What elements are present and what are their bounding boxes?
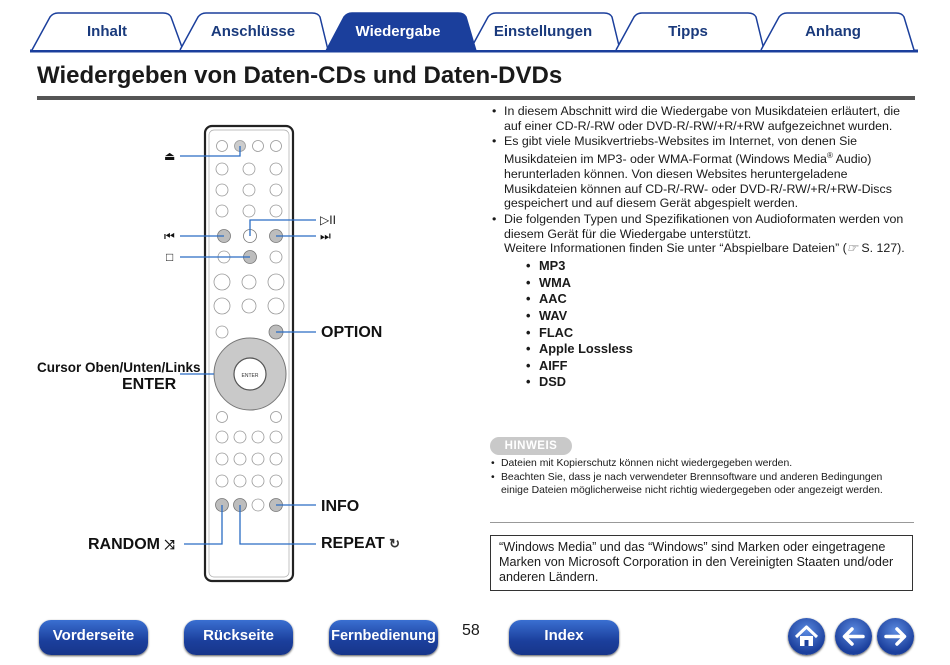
description-column: In diesem Abschnitt wird die Wiedergabe …: [488, 104, 918, 392]
top-tab-bar: Inhalt Anschlüsse Wiedergabe Einstellung…: [30, 0, 918, 54]
note-divider: [490, 522, 914, 523]
previous-icon: ⏮: [164, 229, 175, 243]
stop-icon: □: [166, 250, 174, 264]
bullet-3: Die folgenden Typen und Spezifikationen …: [488, 212, 918, 391]
format-item: FLAC: [504, 325, 918, 342]
tab-shape-3-active[interactable]: [324, 12, 478, 52]
eject-icon: ⏏: [164, 149, 176, 163]
format-item: DSD: [504, 374, 918, 391]
title-rule: [37, 96, 915, 100]
page-reference[interactable]: S. 127).: [857, 241, 905, 256]
format-item: AAC: [504, 291, 918, 308]
front-panel-button[interactable]: Vorderseite: [39, 620, 148, 655]
enter-callout: ENTER: [122, 376, 177, 393]
format-list: MP3 WMA AAC WAV FLAC Apple Lossless AIFF…: [504, 258, 918, 391]
tab-shape-5[interactable]: [615, 12, 765, 51]
forward-button[interactable]: [877, 618, 914, 655]
pointing-hand-icon: ☞: [846, 241, 858, 256]
next-icon: ⏭: [320, 229, 331, 243]
arrow-left-icon: [842, 627, 865, 646]
more-info-text: Weitere Informationen finden Sie unter “…: [504, 241, 847, 256]
bullet-2: Es gibt viele Musikvertriebs-Websites im…: [488, 134, 918, 211]
tab-wiedergabe[interactable]: Wiedergabe: [355, 23, 441, 40]
bullet-1: In diesem Abschnitt wird die Wiedergabe …: [488, 104, 918, 133]
rear-panel-button[interactable]: Rückseite: [184, 620, 293, 655]
option-callout: OPTION: [321, 324, 383, 341]
tab-shape-2[interactable]: [179, 12, 329, 51]
tab-shape-1[interactable]: [31, 12, 184, 51]
tab-tipps[interactable]: Tipps: [668, 23, 708, 40]
page-number: 58: [462, 622, 480, 639]
repeat-label: REPEAT: [321, 535, 385, 552]
random-callout: RANDOM ⤨: [88, 536, 175, 554]
bullet-3-text: Die folgenden Typen und Spezifikationen …: [504, 212, 904, 241]
format-item: MP3: [504, 258, 918, 275]
back-button[interactable]: [835, 618, 872, 655]
bullet-2-rest: Audio) herunterladen können. Von diesen …: [504, 152, 892, 211]
tab-anhang[interactable]: Anhang: [805, 23, 861, 40]
repeat-callout: REPEAT ↻: [321, 535, 400, 553]
note-badge: HINWEIS: [490, 437, 572, 455]
tab-einstellungen[interactable]: Einstellungen: [493, 23, 593, 40]
remote-illustration: ENTER: [180, 124, 316, 583]
format-item: AIFF: [504, 358, 918, 375]
home-button[interactable]: [788, 618, 825, 655]
format-item: WAV: [504, 308, 918, 325]
index-button[interactable]: Index: [509, 620, 619, 655]
tab-shapes: [30, 12, 918, 53]
trademark-notice: “Windows Media” und das “Windows” sind M…: [490, 535, 913, 591]
page-title: Wiedergeben von Daten-CDs und Daten-DVDs: [37, 62, 563, 89]
random-label: RANDOM: [88, 536, 160, 553]
svg-text:ENTER: ENTER: [242, 373, 259, 379]
repeat-icon: ↻: [389, 536, 401, 551]
play-pause-icon: ▷II: [320, 213, 336, 227]
tab-anschluesse[interactable]: Anschlüsse: [210, 23, 296, 40]
tab-shape-4[interactable]: [469, 12, 621, 51]
remote-control-button[interactable]: Fernbedienung: [329, 620, 438, 655]
note-item: Dateien mit Kopierschutz können nicht wi…: [490, 458, 910, 471]
tab-inhalt[interactable]: Inhalt: [87, 23, 127, 40]
format-item: Apple Lossless: [504, 341, 918, 358]
registered-mark: ®: [826, 151, 833, 161]
random-icon: ⤨: [164, 537, 175, 552]
arrow-right-icon: [884, 627, 907, 646]
info-callout: INFO: [321, 498, 360, 515]
cursor-callout: Cursor Oben/Unten/Links: [37, 360, 201, 375]
note-item: Beachten Sie, dass je nach verwendeter B…: [490, 472, 910, 498]
description-list: In diesem Abschnitt wird die Wiedergabe …: [488, 104, 918, 391]
format-item: WMA: [504, 275, 918, 292]
note-list: Dateien mit Kopierschutz können nicht wi…: [490, 458, 910, 498]
home-icon: [794, 625, 819, 646]
tab-shape-6[interactable]: [760, 12, 915, 51]
remote-figure: ENTER ⏏ ▷II ⏮ ⏭ □ OPTION Cursor Ob: [0, 110, 480, 590]
bullet-2-text: Es gibt viele Musikvertriebs-Websites im…: [504, 134, 858, 167]
